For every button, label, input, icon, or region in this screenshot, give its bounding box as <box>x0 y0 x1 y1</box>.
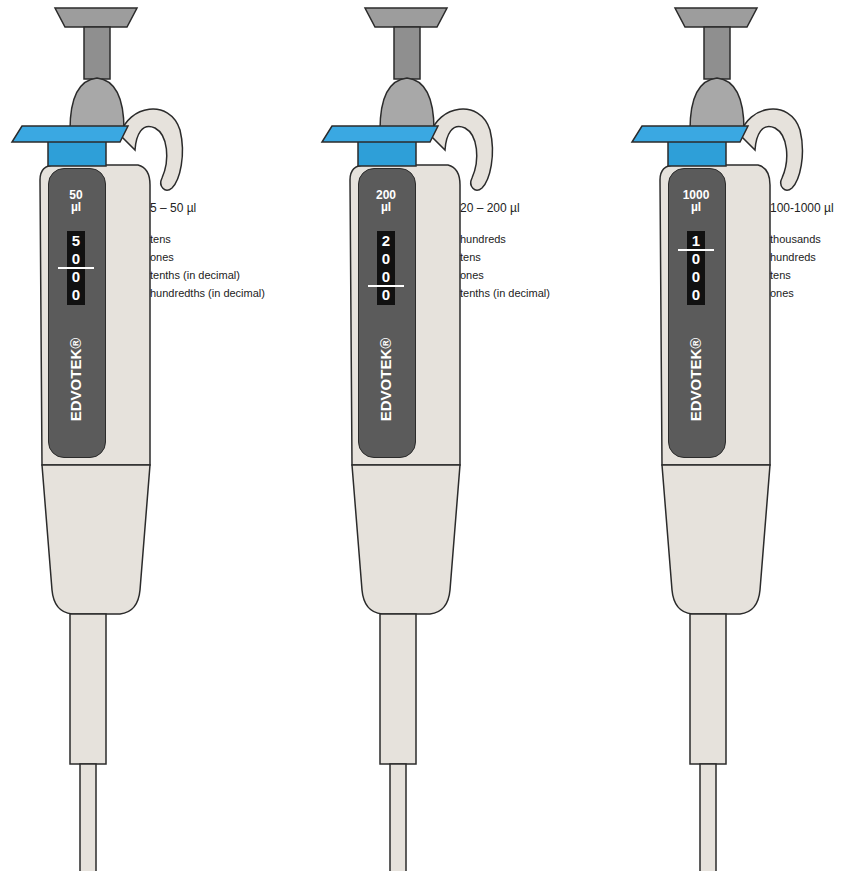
pipette-1000 <box>632 8 802 871</box>
volume-range: 100-1000 µl <box>770 201 834 215</box>
place-value-label: tens <box>150 232 171 246</box>
digit-ones: 0 <box>377 268 395 286</box>
decimal-divider <box>368 285 404 287</box>
decimal-divider <box>58 267 94 269</box>
digit-ones: 0 <box>67 250 85 268</box>
pipette-50 <box>12 8 182 871</box>
place-value-label: thousands <box>770 232 821 246</box>
place-value-label: tenths (in decimal) <box>150 268 240 282</box>
display-panel: 200 µl2000EDVOTEK® <box>358 168 416 458</box>
place-value-label: hundreds <box>460 232 506 246</box>
digit-hundreds: 2 <box>377 232 395 250</box>
digit-ones: 0 <box>687 286 705 304</box>
place-value-label: tenths (in decimal) <box>460 286 550 300</box>
pipette-200 <box>322 8 492 871</box>
volume-cap: 1000 µl <box>673 189 719 213</box>
decimal-divider <box>678 249 714 251</box>
digit-hundreds: 0 <box>687 250 705 268</box>
digit-tens: 0 <box>687 268 705 286</box>
place-value-label: ones <box>150 250 174 264</box>
digit-hundredths: 0 <box>67 286 85 304</box>
digit-tenths: 0 <box>377 286 395 304</box>
digit-tens: 5 <box>67 232 85 250</box>
brand-name: EDVOTEK® <box>378 337 395 421</box>
brand-name: EDVOTEK® <box>688 337 705 421</box>
place-value-label: hundreds <box>770 250 816 264</box>
digit-tens: 0 <box>377 250 395 268</box>
volume-cap: 200 µl <box>363 189 409 213</box>
place-value-label: ones <box>770 286 794 300</box>
display-panel: 1000 µl1000EDVOTEK® <box>668 168 726 458</box>
digit-tenths: 0 <box>67 268 85 286</box>
display-panel: 50 µl5000EDVOTEK® <box>48 168 106 458</box>
volume-range: 5 – 50 µl <box>150 201 196 215</box>
place-value-label: ones <box>460 268 484 282</box>
place-value-label: tens <box>770 268 791 282</box>
place-value-label: tens <box>460 250 481 264</box>
brand-name: EDVOTEK® <box>68 337 85 421</box>
volume-cap: 50 µl <box>53 189 99 213</box>
digit-thousands: 1 <box>687 232 705 250</box>
volume-range: 20 – 200 µl <box>460 201 520 215</box>
place-value-label: hundredths (in decimal) <box>150 286 265 300</box>
